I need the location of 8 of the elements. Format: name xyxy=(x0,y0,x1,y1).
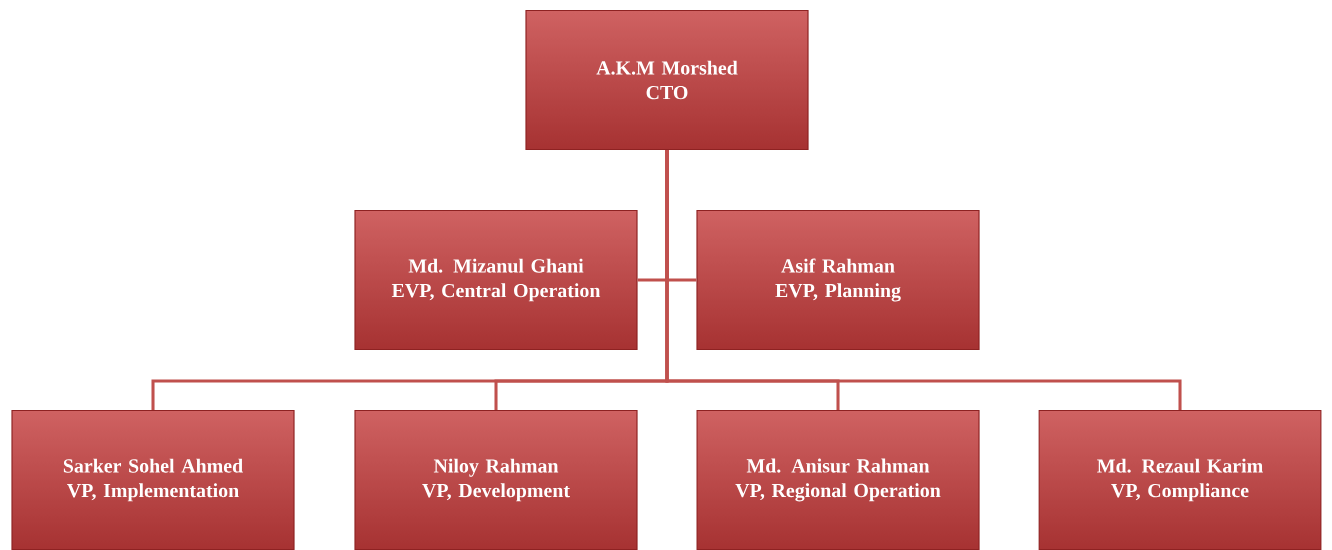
person-box: Niloy Rahman VP, Development xyxy=(354,409,638,550)
person-box: Sarker Sohel Ahmed VP, Implementation xyxy=(11,409,295,550)
person-box: Md. Rezaul Karim VP, Compliance xyxy=(1038,409,1322,550)
person-box: Md. Anisur Rahman VP, Regional Operation xyxy=(696,409,980,550)
person-box: A.K.M Morshed CTO xyxy=(525,9,809,151)
connector-line xyxy=(665,150,1182,410)
person-box: Asif Rahman EVP, Planning xyxy=(696,209,980,351)
person-box: Md. Mizanul Ghani EVP, Central Operation xyxy=(354,209,638,351)
